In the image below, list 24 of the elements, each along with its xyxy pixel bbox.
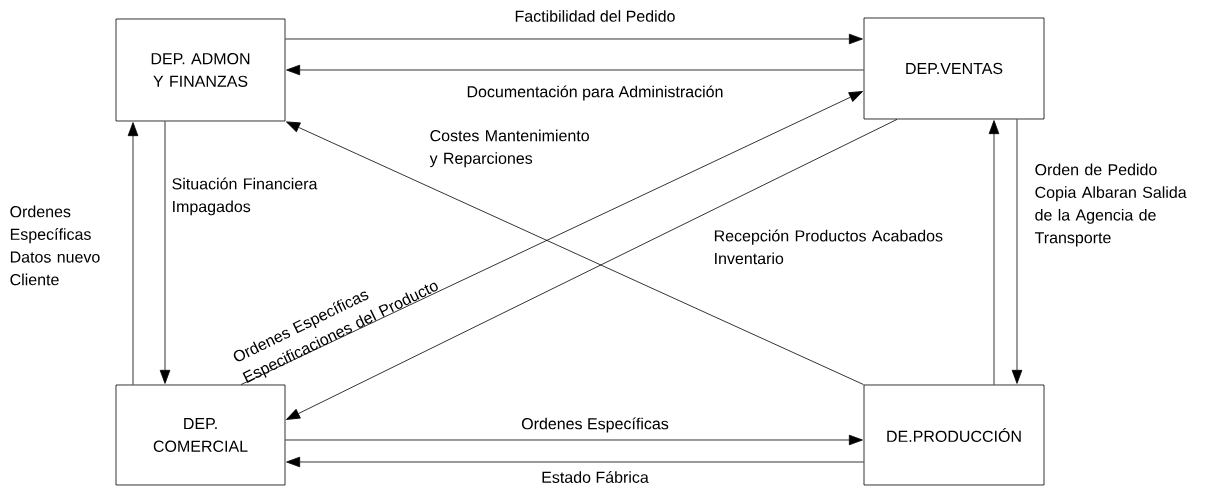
edge-label: Costes Mantenimiento y Reparciones bbox=[429, 129, 589, 168]
department-box: DE.PRODUCCIÓN bbox=[863, 384, 1045, 486]
department-box: DEP. ADMON Y FINANZAS bbox=[115, 18, 286, 122]
edge-label: Recepción Productos Acabados Inventario bbox=[714, 229, 943, 265]
arrow bbox=[1011, 119, 1023, 384]
arrow bbox=[286, 119, 898, 420]
edge-label: Ordenes Específicas bbox=[521, 417, 669, 433]
arrow bbox=[127, 122, 139, 385]
arrow bbox=[988, 120, 1000, 385]
arrow bbox=[286, 456, 864, 468]
edge-label: Situación Financiera Impagados bbox=[172, 177, 318, 216]
arrow bbox=[240, 91, 863, 385]
arrow bbox=[159, 121, 171, 384]
edge-label: Orden de Pedido Copia Albaran Salida de la Agencia de Transporte bbox=[1034, 163, 1187, 247]
department-box: DEP.VENTAS bbox=[863, 17, 1045, 120]
edge-label: Estado Fábrica bbox=[542, 471, 649, 483]
edge-label: Ordenes Específicas Datos nuevo Cliente bbox=[10, 205, 100, 286]
arrow bbox=[286, 121, 864, 385]
department-box: DEP. COMERCIAL bbox=[115, 384, 286, 486]
arrow bbox=[286, 64, 864, 76]
arrow bbox=[285, 33, 863, 45]
arrow bbox=[285, 434, 863, 446]
edge-label: Documentación para Administración bbox=[467, 85, 723, 101]
edge-label: Factibilidad del Pedido bbox=[515, 10, 675, 22]
